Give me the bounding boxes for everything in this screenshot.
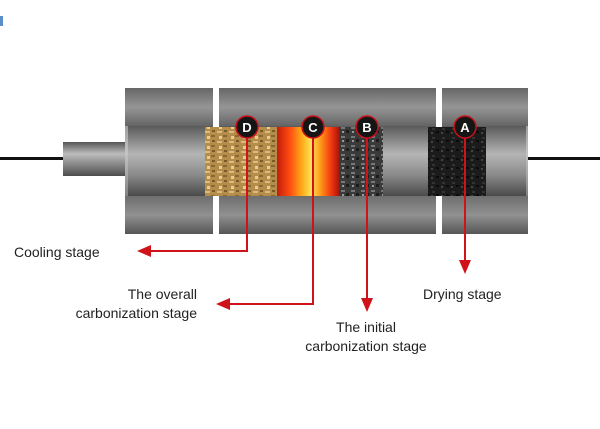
burning-section xyxy=(277,127,339,196)
marker-c: C xyxy=(301,115,325,139)
initial-line-1: The initial xyxy=(336,319,396,335)
left-shaft xyxy=(0,157,70,160)
marker-a: A xyxy=(453,115,477,139)
drying-stage-line-1: Drying stage xyxy=(423,286,502,302)
marker-b: B xyxy=(355,115,379,139)
svg-text:C: C xyxy=(308,120,318,135)
svg-text:B: B xyxy=(362,120,371,135)
cooling-stage-line-1: Cooling stage xyxy=(14,244,100,260)
ring-edge-left-bottom xyxy=(213,196,219,234)
initial-char-section xyxy=(339,127,383,196)
marker-d: D xyxy=(235,115,259,139)
initial-carbonization-label: The initial carbonization stage xyxy=(288,318,444,356)
ring-edge-left xyxy=(213,88,219,126)
right-shaft xyxy=(528,157,600,160)
leader-line-c xyxy=(228,127,314,305)
corner-mark xyxy=(0,16,3,26)
drying-stage-label: Drying stage xyxy=(423,285,502,304)
drum-bottom-band xyxy=(125,196,528,234)
arrowhead-cooling xyxy=(137,245,151,257)
arrowhead-initial xyxy=(361,298,373,312)
initial-line-2: carbonization stage xyxy=(305,338,427,354)
overall-carbonization-label: The overall carbonization stage xyxy=(47,285,197,323)
arrowhead-overall xyxy=(216,298,230,310)
cooled-biomass-section xyxy=(205,127,277,196)
raw-char-section xyxy=(428,127,486,196)
overall-line-2: carbonization stage xyxy=(75,305,197,321)
cooling-stage-label: Cooling stage xyxy=(14,243,100,262)
arrowhead-drying xyxy=(459,260,471,274)
svg-text:A: A xyxy=(460,120,470,135)
svg-text:D: D xyxy=(242,120,251,135)
left-axle-hub xyxy=(63,142,125,176)
leader-line-d xyxy=(150,127,248,252)
overall-line-1: The overall xyxy=(127,286,197,302)
